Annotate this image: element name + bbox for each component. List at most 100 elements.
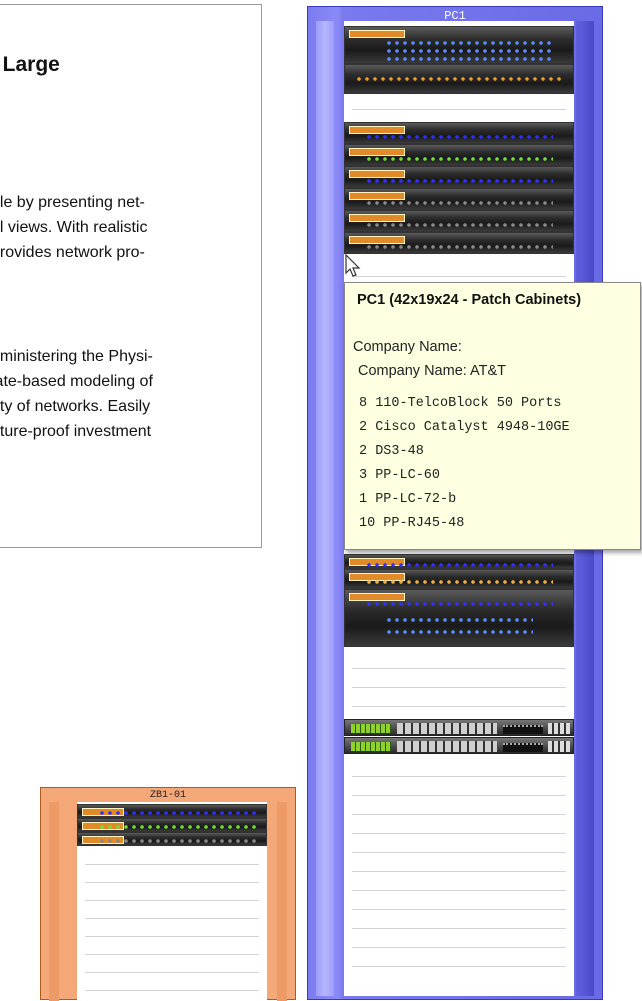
tooltip-inventory-item: 2 Cisco Catalyst 4948-10GE [359,420,570,435]
rack-title: PC1 [444,9,466,23]
tooltip-company-value: Company Name: AT&T [358,363,507,379]
empty-slot-line [352,966,566,967]
empty-slot-line [352,871,566,872]
empty-slot-line [85,990,259,991]
empty-slot-line [352,668,566,669]
device-label-tag [349,30,405,38]
empty-slot-line [85,918,259,919]
device-ports [385,49,553,53]
empty-slot-line [352,706,566,707]
device-label-tag [349,148,405,156]
tooltip-company-label: Company Name: [353,339,462,355]
device-label-tag [349,236,405,244]
empty-slot-line [85,864,259,865]
empty-slot-line [352,795,566,796]
device-ports [365,602,553,606]
device-ports [98,811,256,815]
device-label-tag [349,593,405,601]
device-ports [385,41,553,45]
rack-device[interactable] [77,818,267,832]
description-line: uture-proof investment [0,423,152,440]
rack-device[interactable] [344,26,574,64]
rack-zb1-01[interactable]: ZB1-01 [40,787,296,1001]
network-switch[interactable] [344,719,574,736]
rack-device[interactable] [344,210,574,232]
empty-slot-line [352,909,566,910]
tooltip-inventory-item: 2 DS3-48 [359,444,424,459]
empty-slot-line [352,928,566,929]
network-switch[interactable] [344,737,574,754]
rack-left-rail [316,21,334,996]
switch-ports [397,741,497,752]
empty-slot-line [352,814,566,815]
empty-slot-line [85,972,259,973]
description-line: al views. With realistic [0,219,148,236]
empty-slot-line [85,936,259,937]
device-ports [365,201,553,205]
device-ports [365,157,553,161]
device-ports [355,77,563,81]
tooltip-inventory-item: 10 PP-RJ45-48 [359,516,465,531]
tooltip-inventory-item: 1 PP-LC-72-b [359,492,457,507]
empty-slot-line [352,276,566,277]
empty-slot-line [85,954,259,955]
switch-uplink-ports [548,723,570,734]
device-label-tag [349,126,405,134]
empty-slot-line [352,833,566,834]
switch-led-strip [503,725,543,734]
device-ports [365,223,553,227]
empty-slot-line [352,687,566,688]
empty-slot-line [352,109,566,110]
rack-device[interactable] [344,188,574,210]
switch-ports-green [351,724,391,733]
device-ports [365,563,553,567]
arrow-cursor-icon [345,254,361,277]
tooltip-title: PC1 (42x19x24 - Patch Cabinets) [357,292,582,308]
device-ports [365,179,553,183]
description-line: ble by presenting net- [0,194,145,211]
rack-info-tooltip: PC1 (42x19x24 - Patch Cabinets) Company … [344,282,641,550]
rack-device[interactable] [344,166,574,188]
rack-device[interactable] [344,232,574,254]
rack-device[interactable] [344,64,574,94]
rack2-right-rail [277,802,287,1001]
description-panel: l Large ble by presenting net- al views.… [0,4,262,548]
rack-device[interactable] [77,804,267,818]
description-line: provides network pro- [0,244,145,261]
rack2-title: ZB1-01 [149,790,186,801]
device-label-tag [349,192,405,200]
device-ports [365,580,553,584]
rack-device[interactable] [344,569,574,589]
device-ports [385,630,533,634]
device-ports [365,245,553,249]
device-ports [365,135,553,139]
device-label-tag [349,170,405,178]
description-heading: l Large [0,53,60,76]
description-line: dministering the Physi- [0,348,153,365]
switch-uplink-ports [548,741,570,752]
rack-device[interactable] [344,144,574,166]
device-ports [98,825,256,829]
rack-device[interactable] [344,554,574,569]
empty-slot-line [85,882,259,883]
device-ports [385,57,553,61]
empty-slot-line [352,947,566,948]
rack2-mounting-area [77,802,267,1001]
tooltip-inventory-item: 8 110-TelcoBlock 50 Ports [359,396,562,411]
empty-slot-line [352,852,566,853]
device-label-tag [349,214,405,222]
switch-led-strip [503,743,543,752]
tooltip-inventory-item: 3 PP-LC-60 [359,468,441,483]
rack-device[interactable] [344,122,574,144]
rack2-left-rail [49,802,59,1001]
empty-slot-line [352,776,566,777]
description-line: ety of networks. Easily [0,398,151,415]
empty-slot-line [85,900,259,901]
device-ports [385,618,533,622]
device-ports [98,839,256,843]
empty-slot-line [352,890,566,891]
description-line: late-based modeling of [0,373,153,390]
switch-ports-green [351,742,391,751]
rack-device[interactable] [77,832,267,846]
rack-device[interactable] [344,589,574,647]
